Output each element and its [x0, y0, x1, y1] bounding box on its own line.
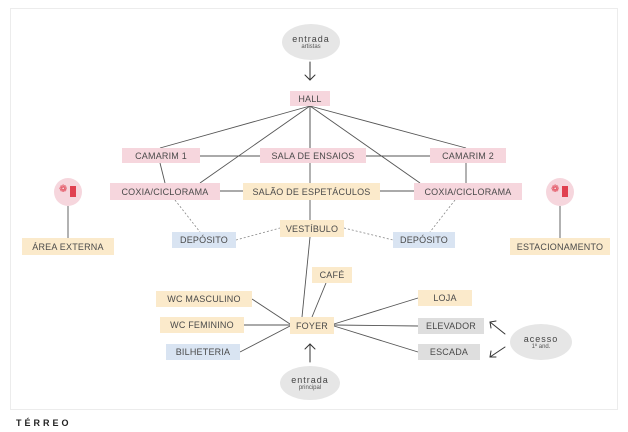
node-bilheteria: BILHETERIA	[166, 344, 240, 360]
upper-floor-access: acesso 1º and.	[510, 324, 572, 360]
arrow-up-icon	[304, 343, 316, 363]
main-entrance: entrada principal	[280, 366, 340, 400]
artists-entrance: entrada artistas	[282, 24, 340, 60]
node-camarim-1: CAMARIM 1	[122, 148, 200, 163]
node-deposito-right: DEPÓSITO	[393, 232, 455, 248]
node-area-externa: ÁREA EXTERNA	[22, 238, 114, 255]
node-loja: LOJA	[418, 290, 472, 306]
main-entrance-label: entrada	[291, 374, 329, 385]
node-coxia-left: COXIA/CICLORAMA	[110, 183, 220, 200]
node-foyer: FOYER	[290, 317, 334, 334]
artists-entrance-sublabel: artistas	[301, 43, 321, 50]
access-label: acesso	[523, 333, 559, 344]
node-estacionamento: ESTACIONAMENTO	[510, 238, 610, 255]
node-elevador: ELEVADOR	[418, 318, 484, 334]
node-sala-de-ensaios: SALA DE ENSAIOS	[260, 148, 366, 163]
arrow-down-icon	[304, 61, 316, 81]
node-vestibulo: VESTÍBULO	[280, 220, 344, 237]
node-deposito-left: DEPÓSITO	[172, 232, 236, 248]
arrow-left-icon	[489, 320, 506, 358]
access-sublabel: 1º and.	[531, 343, 551, 350]
node-coxia-right: COXIA/CICLORAMA	[414, 183, 522, 200]
node-wc-feminino: WC FEMININO	[160, 317, 244, 333]
node-salao-de-espetaculos: SALÃO DE ESPETÁCULOS	[243, 183, 380, 200]
diagram-frame	[10, 8, 618, 410]
emergency-exit-icon: ❁	[546, 178, 574, 206]
node-camarim-2: CAMARIM 2	[430, 148, 506, 163]
main-entrance-sublabel: principal	[298, 384, 322, 391]
floor-title: TÉRREO	[16, 418, 72, 428]
node-hall: HALL	[290, 91, 330, 106]
node-wc-masculino: WC MASCULINO	[156, 291, 252, 307]
emergency-exit-icon: ❁	[54, 178, 82, 206]
node-escada: ESCADA	[418, 344, 480, 360]
artists-entrance-label: entrada	[292, 33, 330, 44]
node-cafe: CAFÉ	[312, 267, 352, 283]
